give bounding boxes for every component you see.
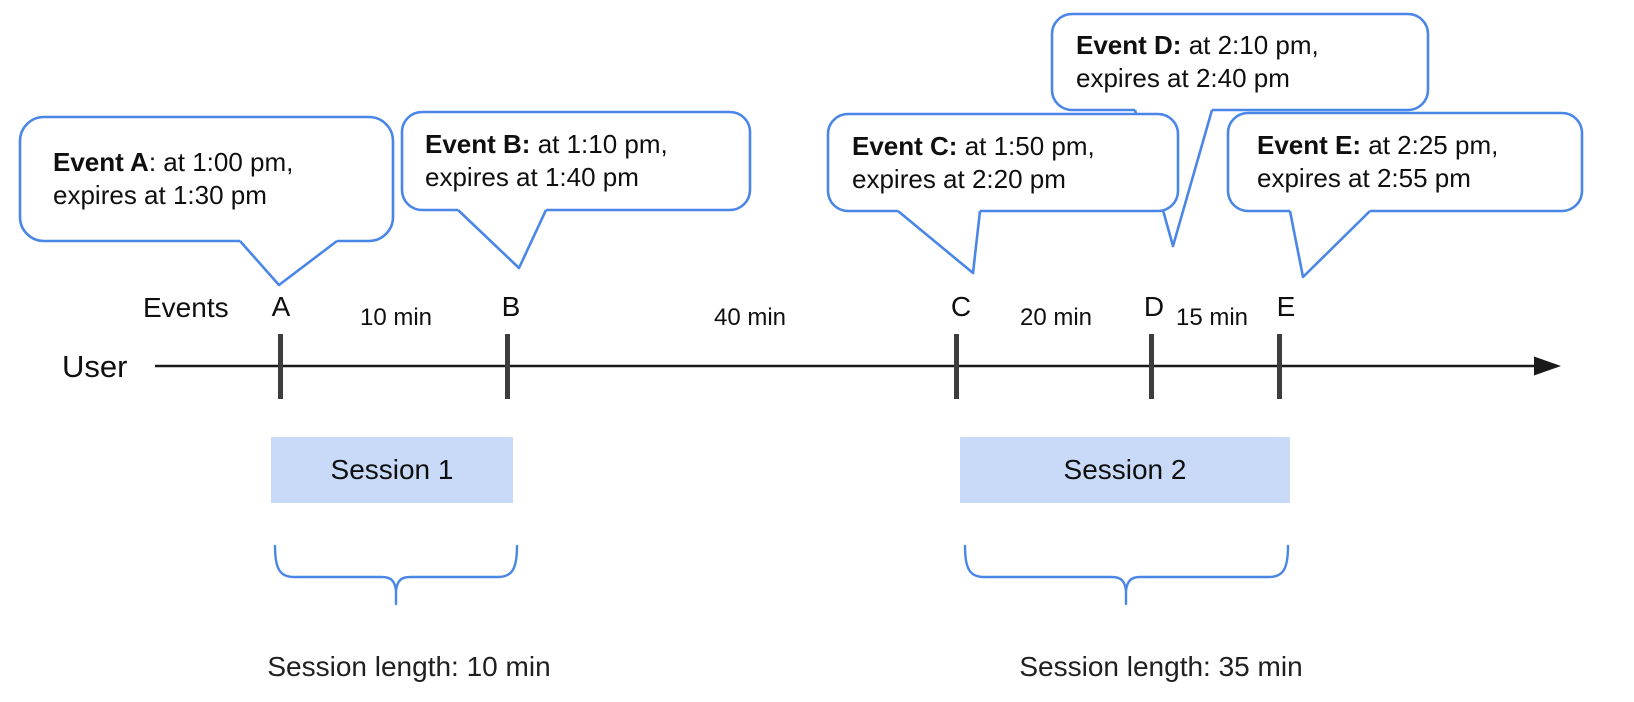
session-1-label: Session 1 (330, 454, 454, 485)
speech-bubble-event-c (826, 112, 1180, 275)
interval-label-b-c: 40 min (713, 304, 787, 331)
bubble-text-event-c: Event C: at 1:50 pm, expires at 2:20 pm (828, 114, 1178, 211)
bubble-line-1: Event D: at 2:10 pm, (1076, 30, 1319, 60)
bubble-line-2: expires at 1:30 pm (53, 180, 267, 210)
session-2-length-caption: Session length: 35 min (1019, 651, 1303, 682)
bubble-line-2: expires at 1:40 pm (425, 162, 639, 192)
tick-event-c (954, 334, 959, 399)
user-axis-label: User (62, 349, 128, 384)
session-1-box: Session 1 (271, 437, 513, 503)
bubble-line-1: Event B: at 1:10 pm, (425, 129, 668, 159)
bubble-line-1: Event C: at 1:50 pm, (852, 130, 1095, 161)
session-2-box: Session 2 (960, 437, 1290, 503)
tick-event-d (1149, 334, 1154, 399)
tick-label-c: C (950, 291, 972, 322)
bubble-text-event-b: Event B: at 1:10 pm, expires at 1:40 pm (402, 112, 750, 210)
bubble-line-1: Event A: at 1:00 pm, (53, 147, 294, 177)
interval-label-d-e: 15 min (1175, 304, 1249, 331)
speech-bubble-event-a (18, 115, 395, 287)
bubble-line-2: expires at 2:20 pm (852, 163, 1066, 194)
bubble-text-event-e: Event E: at 2:25 pm, expires at 2:55 pm (1228, 113, 1582, 211)
interval-label-a-b: 10 min (359, 304, 433, 331)
session-2-label: Session 2 (1063, 454, 1187, 485)
bubble-text-event-a: Event A: at 1:00 pm, expires at 1:30 pm (20, 117, 393, 241)
brace-session-2 (963, 544, 1290, 606)
tick-event-a (278, 334, 283, 399)
events-row-label: Events (143, 292, 229, 323)
bubble-line-2: expires at 2:55 pm (1257, 163, 1471, 193)
speech-bubble-event-e (1226, 111, 1584, 279)
tick-label-d: D (1143, 291, 1165, 322)
tick-label-e: E (1276, 291, 1296, 322)
bubble-line-1: Event E: at 2:25 pm, (1257, 130, 1499, 160)
tick-label-b: B (501, 291, 521, 322)
tick-event-b (505, 334, 510, 399)
timeline-arrowhead-icon (1534, 356, 1561, 376)
interval-label-c-d: 20 min (1019, 304, 1093, 331)
session-1-length-caption: Session length: 10 min (267, 651, 551, 682)
bubble-text-event-d: Event D: at 2:10 pm, expires at 2:40 pm (1052, 14, 1428, 110)
tick-event-e (1277, 334, 1282, 399)
tick-label-a: A (271, 291, 291, 322)
speech-bubble-event-b (400, 110, 752, 270)
brace-session-1 (273, 544, 519, 606)
bubble-line-2: expires at 2:40 pm (1076, 63, 1290, 93)
